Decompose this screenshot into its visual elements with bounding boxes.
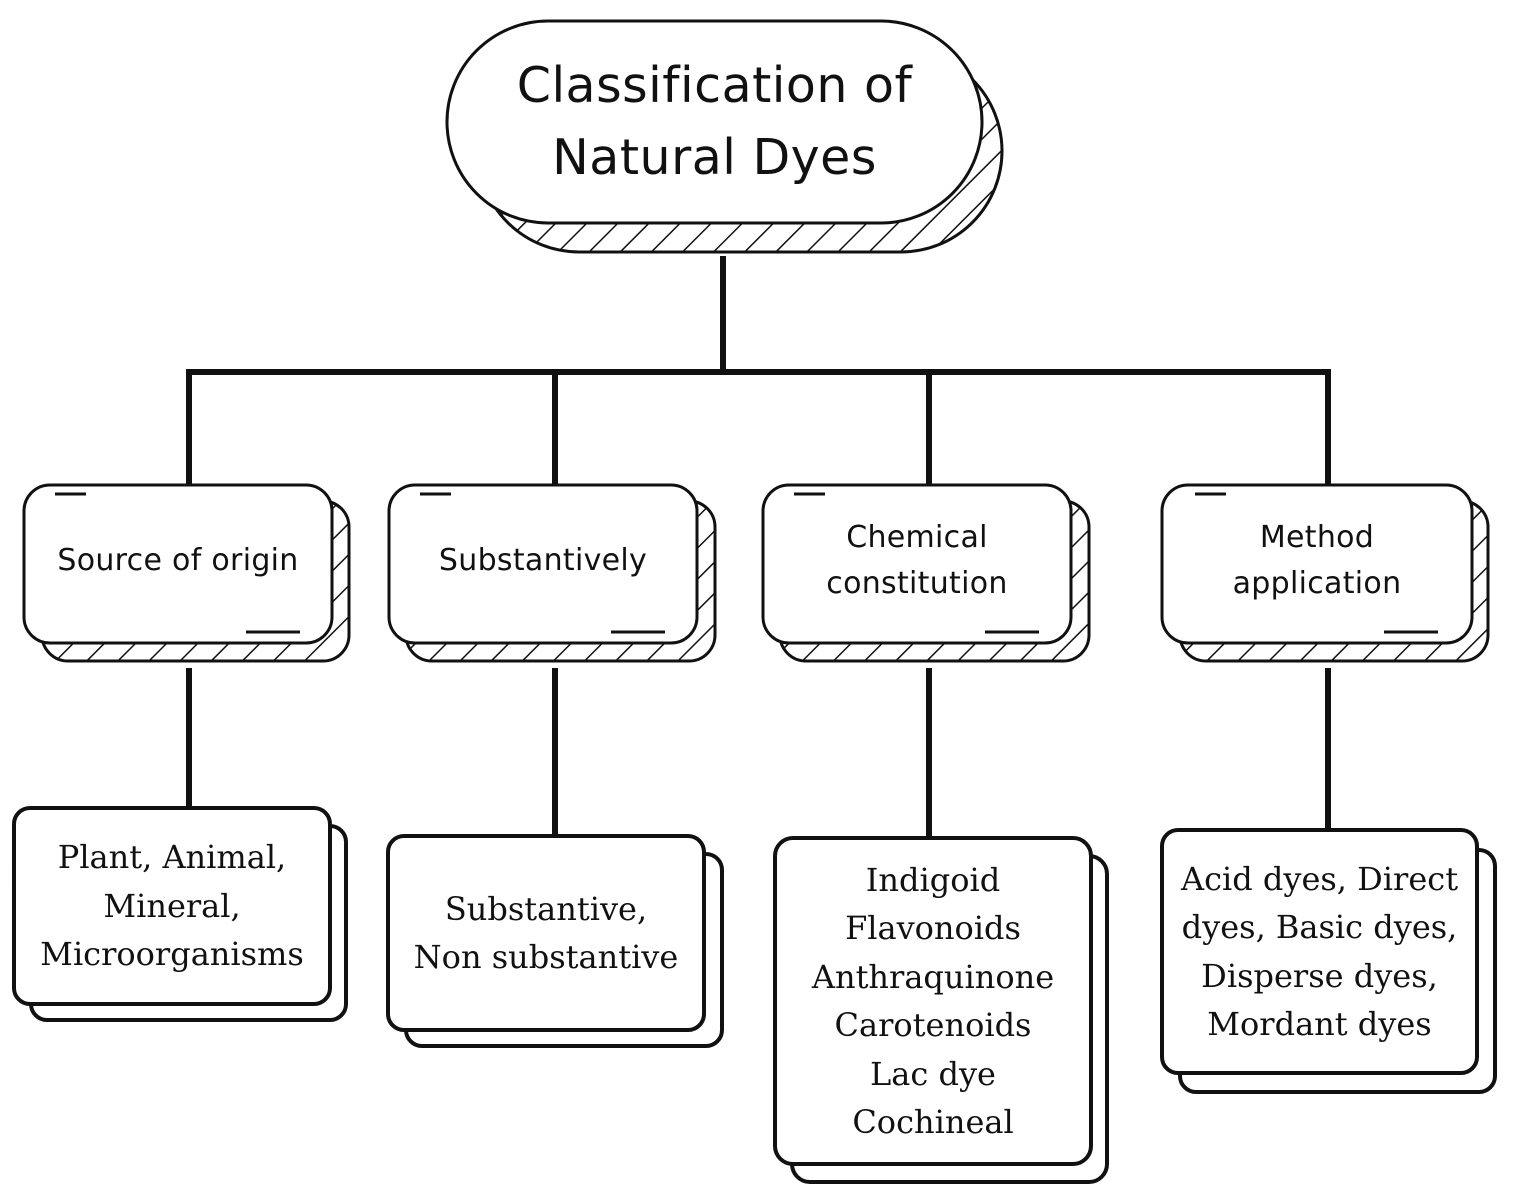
leaf-text-line: Anthraquinone: [811, 957, 1055, 996]
leaf-text-chemical: Indigoid Flavonoids Anthraquinone Carote…: [775, 838, 1091, 1164]
leaf-text-line: Mordant dyes: [1207, 1005, 1432, 1043]
leaf-text-line: Non substantive: [413, 938, 679, 976]
category-label-method: Method application: [1162, 485, 1472, 637]
category-label-line: Method: [1259, 520, 1375, 555]
category-label-source: Source of origin: [24, 485, 332, 637]
leaf-text-line: Carotenoids: [834, 1006, 1032, 1044]
leaf-text-line: Flavonoids: [845, 909, 1021, 947]
title-line-1: Classification of: [516, 57, 913, 114]
leaf-text-line: dyes, Basic dyes,: [1181, 908, 1458, 946]
category-label-line: Chemical: [846, 520, 988, 555]
leaf-text-line: Cochineal: [852, 1103, 1014, 1141]
category-label-line: constitution: [826, 566, 1008, 601]
leaf-text-line: Mineral,: [103, 886, 241, 925]
root-node: [445, 19, 1004, 254]
root-node-face: [445, 19, 984, 225]
category-card-3: [761, 483, 1091, 663]
category-label-line: Source of origin: [57, 543, 299, 578]
leaf-text-line: Indigoid: [865, 860, 1001, 899]
category-card-1: [22, 483, 351, 663]
leaf-text-substantively: Substantive, Non substantive: [388, 836, 704, 1030]
category-card-2: [387, 483, 717, 663]
leaf-text-line: Disperse dyes,: [1201, 956, 1438, 995]
leaf-text-line: Microorganisms: [40, 935, 304, 974]
category-label-substantively: Substantively: [389, 485, 697, 637]
category-label-line: Substantively: [438, 543, 648, 578]
leaf-card-2: [386, 834, 724, 1048]
leaf-text-line: Plant, Animal,: [57, 838, 287, 877]
leaf-text-line: Acid dyes, Direct: [1180, 859, 1459, 898]
category-label-line: application: [1232, 566, 1402, 601]
diagram-title: Classification of Natural Dyes: [447, 21, 982, 223]
leaf-card-4: [1160, 828, 1497, 1094]
leaf-text-line: Lac dye: [870, 1054, 996, 1093]
leaf-card-3: [773, 836, 1109, 1184]
title-line-2: Natural Dyes: [552, 129, 877, 186]
connector-lines: [186, 256, 1331, 838]
leaf-text-method: Acid dyes, Direct dyes, Basic dyes, Disp…: [1162, 830, 1477, 1073]
category-label-chemical: Chemical constitution: [763, 485, 1071, 637]
leaf-text-source: Plant, Animal, Mineral, Microorganisms: [14, 808, 330, 1004]
leaf-card-1: [12, 806, 348, 1022]
leaf-text-line: Substantive,: [444, 889, 648, 928]
category-card-4: [1160, 483, 1490, 663]
